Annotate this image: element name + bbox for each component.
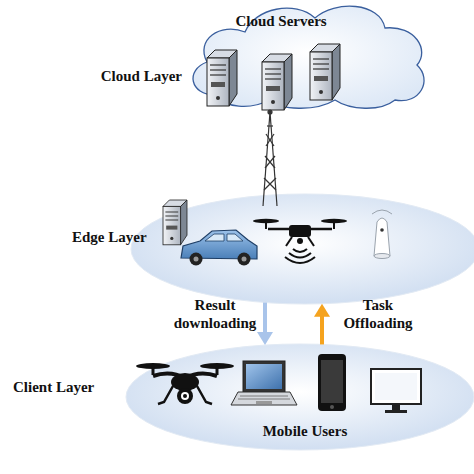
- arrow-shaft: [263, 303, 267, 334]
- edge-label: Result downloading: [172, 296, 258, 332]
- node-title: Mobile Users: [245, 423, 365, 440]
- edge-drone-icon: [253, 219, 347, 263]
- arrow-shaft: [320, 316, 324, 345]
- arrow-head: [257, 332, 273, 345]
- arrow-head: [314, 304, 330, 317]
- layer-ellipse: [131, 194, 474, 304]
- layer-label: Edge Layer: [72, 229, 162, 246]
- server-icon: [207, 50, 237, 106]
- layer-label: Client Layer: [13, 379, 113, 396]
- flow-arrow: [314, 304, 330, 345]
- edge-server-icon: [163, 200, 187, 245]
- monitor-icon: [371, 369, 421, 413]
- tower-icon: [263, 110, 277, 206]
- car-icon: [181, 230, 257, 266]
- laptop-icon: [231, 361, 297, 405]
- server-icon: [310, 44, 340, 100]
- cloud-outline: [193, 6, 424, 108]
- server-icon: [262, 54, 292, 110]
- flow-arrow: [257, 303, 273, 346]
- phone-icon: [318, 354, 346, 411]
- client-drone-icon: [136, 363, 234, 404]
- node-title: Cloud Servers: [221, 13, 341, 30]
- edge-label: Task Offloading: [334, 296, 422, 332]
- router-icon: [372, 210, 392, 259]
- layer-ellipse: [126, 344, 474, 450]
- layer-label: Cloud Layer: [82, 68, 182, 85]
